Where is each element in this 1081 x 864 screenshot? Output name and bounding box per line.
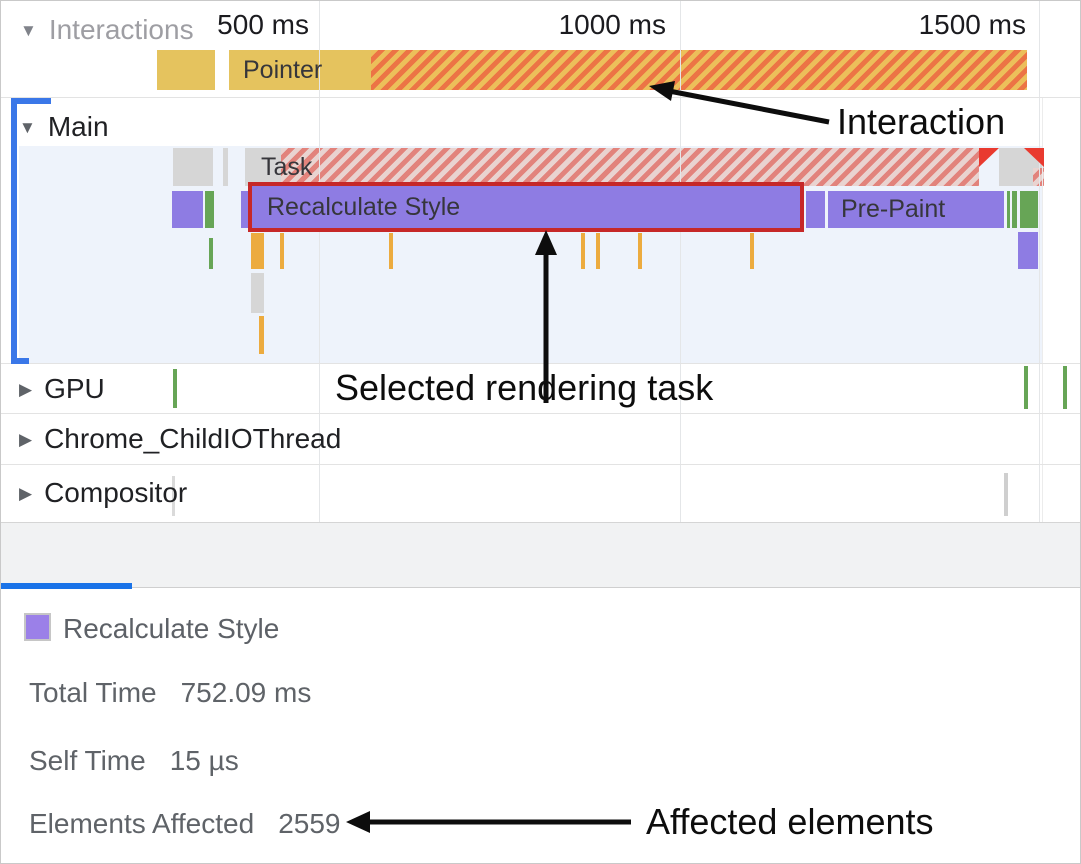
long-task-stripes: [281, 148, 979, 186]
summary-row-total-time: Total Time 752.09 ms: [29, 677, 311, 709]
collapse-triangle-icon: ▼: [19, 117, 36, 137]
main-track-selection-bracket-bottom: [11, 358, 29, 364]
pre-paint-bar[interactable]: Pre-Paint: [828, 191, 1004, 228]
paint-bar[interactable]: [1007, 191, 1010, 228]
active-tab-underline: [1, 583, 132, 589]
track-separator: [1, 97, 1080, 98]
flame-tick[interactable]: [596, 233, 600, 269]
selected-task-annotation: Selected rendering task: [335, 367, 714, 408]
total-time-label: Total Time: [29, 677, 157, 708]
flame-tick[interactable]: [209, 238, 213, 269]
compositor-activity-tick[interactable]: [172, 476, 175, 516]
gpu-track-header[interactable]: ▶ GPU: [19, 373, 105, 405]
main-track-selection-bracket: [11, 98, 17, 364]
interaction-arrow-shaft: [668, 88, 830, 125]
task-bar[interactable]: [173, 148, 213, 186]
gpu-activity-tick[interactable]: [1063, 366, 1067, 409]
self-time-label: Self Time: [29, 745, 146, 776]
total-time-value: 752.09 ms: [180, 677, 312, 708]
task-bar-label: Task: [261, 153, 313, 181]
gridline-500ms: [319, 1, 320, 522]
long-task-bar[interactable]: Task: [245, 148, 979, 186]
gridline-1500ms: [1039, 1, 1040, 522]
expand-triangle-icon: ▶: [19, 379, 33, 399]
interactions-track-header[interactable]: ▼ Interactions: [20, 14, 194, 46]
track-separator: [1, 363, 1080, 364]
track-separator: [1, 413, 1080, 414]
io-thread-track-header[interactable]: ▶ Chrome_ChildIOThread: [19, 423, 341, 455]
interaction-overlong-stripes: [371, 50, 1027, 90]
flame-tick[interactable]: [389, 233, 393, 269]
time-tick-1500ms: 1500 ms: [918, 9, 1026, 40]
pre-paint-label: Pre-Paint: [841, 195, 946, 223]
flame-tick[interactable]: [638, 233, 642, 269]
chart-right-edge: [1042, 97, 1043, 522]
flame-tick[interactable]: [259, 316, 264, 354]
paint-bar[interactable]: [1012, 191, 1017, 228]
flame-tick[interactable]: [280, 233, 284, 269]
time-tick-500ms: 500 ms: [217, 9, 309, 40]
details-tab-bar: [1, 522, 1080, 588]
event-color-swatch: [24, 613, 51, 641]
gpu-track-label: GPU: [44, 373, 105, 404]
function-call-bar[interactable]: [205, 191, 214, 228]
io-thread-track-label: Chrome_ChildIOThread: [44, 423, 342, 454]
compositor-track-header[interactable]: ▶ Compositor: [19, 477, 187, 509]
time-tick-1000ms: 1000 ms: [558, 9, 666, 40]
main-track-header[interactable]: ▼ Main: [19, 111, 109, 143]
main-track-selection-bracket-top: [11, 98, 51, 104]
gpu-activity-tick[interactable]: [1024, 366, 1028, 409]
self-time-value: 15 µs: [169, 745, 239, 776]
recalc-style-bar[interactable]: [806, 191, 825, 228]
selected-recalculate-style-label: Recalculate Style: [267, 193, 461, 221]
pointer-interaction-label: Pointer: [243, 56, 323, 84]
interactions-track-label: Interactions: [48, 14, 194, 45]
pointer-interaction-bar[interactable]: Pointer: [229, 50, 1027, 90]
affected-elements-arrowhead-icon: [346, 811, 370, 833]
collapse-triangle-icon: ▼: [20, 20, 37, 40]
paint-bar[interactable]: [1020, 191, 1038, 228]
recalc-style-bar[interactable]: [172, 191, 203, 228]
affected-elements-annotation: Affected elements: [646, 801, 934, 842]
flame-tick[interactable]: [251, 233, 264, 269]
compositor-activity-tick[interactable]: [1004, 473, 1008, 516]
recalc-style-bar[interactable]: [1018, 232, 1038, 269]
task-bar[interactable]: [999, 148, 1044, 186]
compositor-track-label: Compositor: [44, 477, 188, 508]
summary-event-title: Recalculate Style: [63, 613, 280, 644]
flame-tick[interactable]: [581, 233, 585, 269]
expand-triangle-icon: ▶: [19, 429, 33, 449]
long-task-stripes: [1033, 168, 1044, 186]
expand-triangle-icon: ▶: [19, 483, 33, 503]
gpu-activity-tick[interactable]: [173, 369, 177, 408]
flame-tick[interactable]: [750, 233, 754, 269]
summary-row-elements-affected: Elements Affected 2559: [29, 808, 340, 840]
flame-tick[interactable]: [251, 273, 264, 313]
selected-recalculate-style-bar[interactable]: Recalculate Style: [248, 182, 804, 232]
interaction-event-bar[interactable]: [157, 50, 215, 90]
recalc-style-bar[interactable]: [241, 191, 249, 228]
interaction-annotation: Interaction: [837, 101, 1006, 142]
track-separator: [1, 464, 1080, 465]
main-track-label: Main: [47, 111, 109, 142]
summary-row-self-time: Self Time 15 µs: [29, 745, 239, 777]
task-bar[interactable]: [223, 148, 228, 186]
gridline-1000ms: [680, 1, 681, 522]
elements-affected-value: 2559: [278, 808, 341, 839]
elements-affected-label: Elements Affected: [29, 808, 255, 839]
